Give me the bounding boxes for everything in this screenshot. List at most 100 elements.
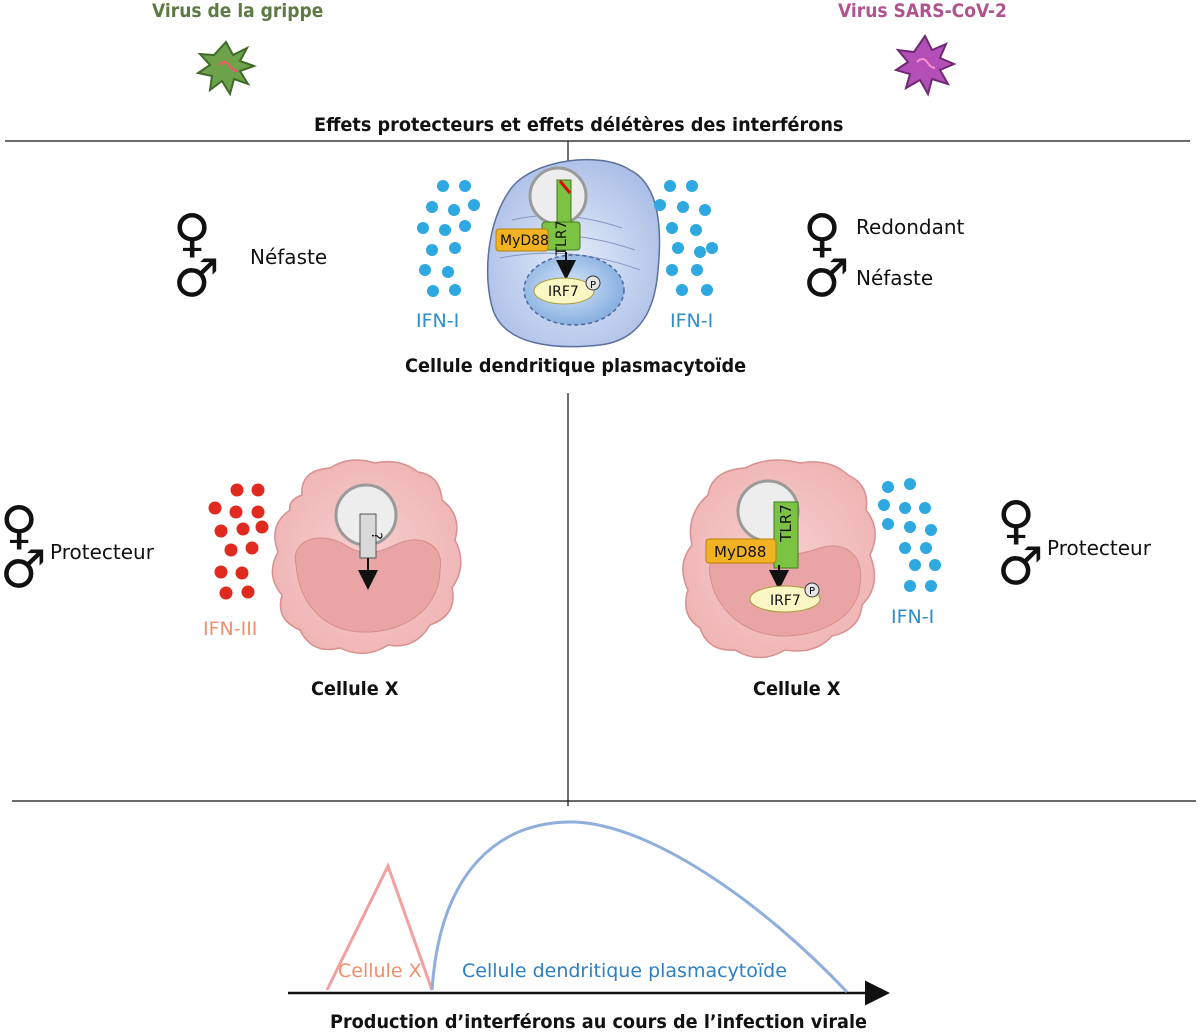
ifn-iii-dot xyxy=(214,524,228,538)
sex-symbols: ♀♂♀♂♀♂♀♂ xyxy=(0,204,1044,600)
ifn-i-dots-sars xyxy=(878,478,941,592)
pdc-curve-label: Cellule dendritique plasmacytoïde xyxy=(462,960,787,982)
ifn-i-dot xyxy=(426,201,438,213)
ifn-i-dot xyxy=(426,244,438,256)
cell-x-sars xyxy=(682,459,876,659)
female-symbol-icon: ♀ xyxy=(997,491,1035,551)
cell-x-curve xyxy=(325,862,434,991)
ifn-i-dot xyxy=(442,266,454,278)
pdc-flu-effect: Néfaste xyxy=(250,245,328,269)
ifn-i-dot xyxy=(899,502,911,514)
ifn-i-label-left: IFN-I xyxy=(416,310,460,332)
male-symbol-icon: ♂ xyxy=(0,540,47,600)
ifn-i-dot xyxy=(925,580,937,592)
ifn-iii-dot xyxy=(251,505,265,519)
ifn-i-dot xyxy=(468,199,480,211)
ifn-iii-dot xyxy=(219,586,233,600)
ifn-i-dot xyxy=(417,222,429,234)
plasmacytoid-dendritic-cell xyxy=(486,158,661,348)
ifn-i-dot xyxy=(664,180,676,192)
ifn-iii-dot xyxy=(236,522,250,536)
ifn-iii-dot xyxy=(245,541,259,555)
ifn-i-dot xyxy=(882,518,894,530)
ifn-iii-dot xyxy=(214,565,228,579)
female-symbol-icon: ♀ xyxy=(173,204,211,264)
timeline-title: Production d’interférons au cours de l’i… xyxy=(330,1011,868,1033)
irf7-label-sars: IRF7 xyxy=(770,593,801,609)
male-symbol-icon: ♂ xyxy=(803,249,850,309)
pdc-curve xyxy=(430,820,849,994)
ifn-i-dot xyxy=(694,246,706,258)
ifn-i-dot xyxy=(427,285,439,297)
sars-cov-2-virus-icon xyxy=(893,34,957,97)
ifn-i-dot xyxy=(419,264,431,276)
influenza-virus-label: Virus de la grippe xyxy=(152,0,324,22)
ifn-i-dot xyxy=(448,204,460,216)
ifn-i-dot xyxy=(929,559,941,571)
ifn-iii-dot xyxy=(255,520,269,534)
ifn-i-dot xyxy=(654,199,666,211)
female-symbol-icon: ♀ xyxy=(0,496,38,556)
ifn-i-dot xyxy=(706,242,718,254)
ifn-iii-dot xyxy=(208,501,222,515)
ifn-iii-label: IFN-III xyxy=(203,618,258,640)
cell-x-flu-effect: Protecteur xyxy=(50,540,154,564)
myd88-label-pdc: MyD88 xyxy=(500,233,549,249)
ifn-i-dot xyxy=(701,284,713,296)
female-symbol-icon: ♀ xyxy=(803,204,841,264)
male-symbol-icon: ♂ xyxy=(997,537,1044,597)
ifn-iii-dot xyxy=(241,585,255,599)
ifn-i-dot xyxy=(686,180,698,192)
pdc-sars-female-effect: Redondant xyxy=(856,215,965,239)
ifn-i-dot xyxy=(449,242,461,254)
ifn-i-dot xyxy=(919,502,931,514)
ifn-iii-dot xyxy=(235,566,249,580)
pdc-sars-male-effect: Néfaste xyxy=(856,266,934,290)
cell-x-flu-title: Cellule X xyxy=(311,678,399,700)
ifn-i-dot xyxy=(459,220,471,232)
tlr7-label-sars: TLR7 xyxy=(777,504,795,543)
ifn-i-dot xyxy=(666,264,678,276)
cell-x-sars-effect: Protecteur xyxy=(1047,536,1151,560)
cell-x-flu xyxy=(271,459,462,654)
ifn-i-dot xyxy=(690,224,702,236)
ifn-iii-dot xyxy=(251,483,265,497)
ifn-i-dot xyxy=(439,224,451,236)
irf7-label-pdc: IRF7 xyxy=(548,284,579,300)
ifn-i-dot xyxy=(904,478,916,490)
ifn-i-dot xyxy=(882,481,894,493)
ifn-i-dot xyxy=(677,201,689,213)
ifn-i-label-right: IFN-I xyxy=(670,310,714,332)
ifn-iii-dot xyxy=(229,505,243,519)
ifn-i-dot xyxy=(437,180,449,192)
ifn-i-dot xyxy=(925,524,937,536)
male-symbol-icon: ♂ xyxy=(173,249,220,309)
ifn-i-dots-left xyxy=(417,180,480,297)
phospho-label-sars: P xyxy=(809,586,815,597)
ifn-iii-dots xyxy=(208,483,269,600)
ifn-i-dot xyxy=(904,580,916,592)
ifn-i-dot xyxy=(878,499,890,511)
influenza-virus-icon xyxy=(195,40,257,97)
tlr7-label-pdc: TLR7 xyxy=(554,221,570,257)
ifn-i-dot xyxy=(904,521,916,533)
ifn-i-dot xyxy=(676,284,688,296)
ifn-i-dot xyxy=(909,559,921,571)
ifn-i-dot xyxy=(691,264,703,276)
ifn-i-dot xyxy=(699,204,711,216)
ifn-i-dot xyxy=(920,542,932,554)
ifn-iii-dot xyxy=(230,483,244,497)
ifn-i-dots-right xyxy=(654,180,718,296)
ifn-i-dot xyxy=(899,542,911,554)
ifn-i-dot xyxy=(449,284,461,296)
ifn-i-label-sars: IFN-I xyxy=(891,606,935,628)
ifn-i-dot xyxy=(672,242,684,254)
ifn-i-dot xyxy=(666,222,678,234)
phospho-label-pdc: P xyxy=(590,280,596,291)
myd88-label-sars: MyD88 xyxy=(714,543,766,561)
ifn-i-dot xyxy=(459,180,471,192)
cell-x-sars-title: Cellule X xyxy=(753,678,841,700)
unknown-receptor-label: ? xyxy=(368,532,384,539)
